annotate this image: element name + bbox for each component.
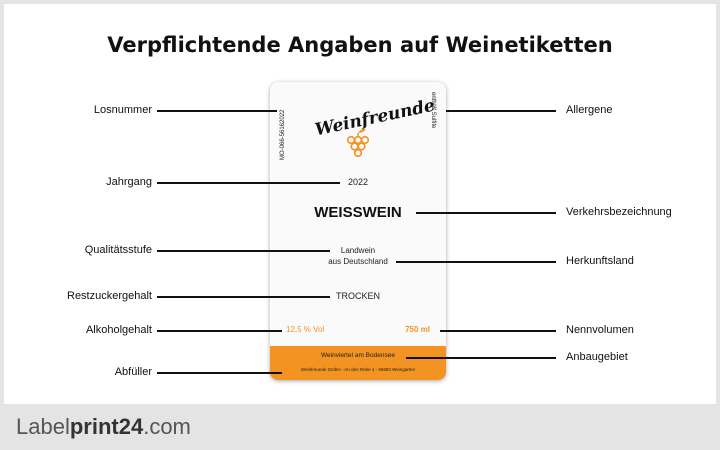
logo-part-1: Label [16,414,70,439]
callout-bottler: Abfüller [114,366,152,378]
connector-line [157,330,282,332]
connector-line [406,357,556,359]
volume-content: 750 ml [405,325,430,334]
connector-line [396,261,556,263]
callout-growing-region: Anbaugebiet [566,351,628,363]
label-footer-bar [270,346,446,380]
callout-country-of-origin: Herkunftsland [566,255,634,267]
product-name: WEISSWEIN [314,204,402,221]
callout-nominal-volume: Nennvolumen [566,324,634,336]
connector-line [157,182,340,184]
region-text: Weinviertel am Bodensee [321,352,395,359]
sugar-level: TROCKEN [335,291,380,301]
quality-line-2: aus Deutschland [328,257,388,266]
connector-line [157,372,282,374]
brand-logo: Weinfreunde [313,95,437,141]
labelprint24-logo: Labelprint24.com [16,414,191,440]
quality-line-1: Landwein [340,246,376,255]
callout-residual-sugar: Restzuckergehalt [67,290,152,302]
logo-part-2: print24 [69,414,144,439]
callout-alcohol: Alkoholgehalt [85,324,152,336]
connector-line [157,250,330,252]
logo-part-3: .com [143,414,191,439]
connector-line [157,110,277,112]
wine-label: MO-066-56162022 enthält Sulfite Weinfreu… [270,82,446,380]
vintage-year: 2022 [347,177,369,187]
alcohol-content: 12,5 % Vol [286,325,325,334]
connector-line [157,296,330,298]
bottler-text: Weinfreunde GmbH - An den Rebe 1 - 56983… [300,367,416,372]
callout-lot-number: Losnummer [93,104,152,116]
callout-vintage: Jahrgang [106,176,152,188]
lot-number: MO-066-56162022 [280,109,286,160]
callout-allergens: Allergene [566,104,613,116]
page-title: Verpflichtende Angaben auf Weinetiketten [107,33,613,57]
connector-line [440,330,556,332]
callout-product-designation: Verkehrsbezeichnung [566,206,672,218]
grape-icon [346,128,370,158]
connector-line [416,212,556,214]
connector-line [446,110,556,112]
callout-quality-level: Qualitätsstufe [84,244,152,256]
